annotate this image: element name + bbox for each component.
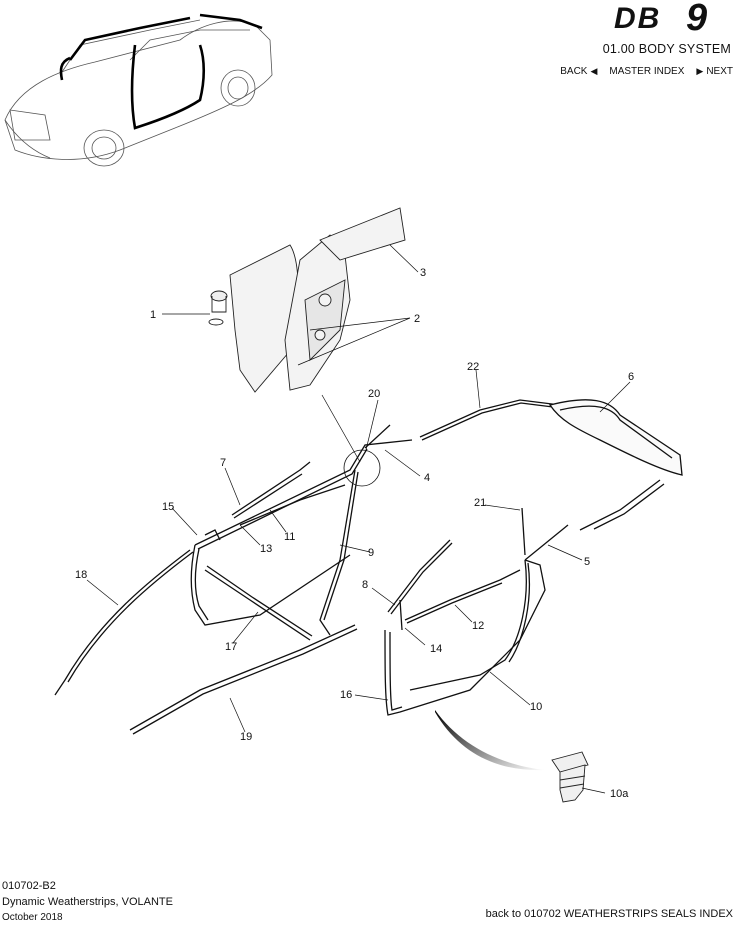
car-thumbnail: [4, 19, 273, 167]
callout-7: 7: [220, 457, 226, 469]
svg-text:DB: DB: [614, 2, 661, 34]
callout-4: 4: [424, 472, 430, 484]
callout-17: 17: [225, 641, 237, 653]
back-link[interactable]: BACK◀: [560, 66, 597, 77]
callout-2: 2: [414, 313, 420, 325]
detail-circle: [343, 449, 381, 487]
callout-12: 12: [472, 620, 484, 632]
master-index-link[interactable]: MASTER INDEX: [609, 66, 684, 77]
callout-9: 9: [368, 547, 374, 559]
callout-8: 8: [362, 579, 368, 591]
leader-lines: [86, 244, 631, 794]
svg-text:9: 9: [686, 0, 707, 34]
next-link[interactable]: ▶NEXT: [696, 66, 733, 77]
back-to-index-link[interactable]: back to 010702 WEATHERSTRIPS SEALS INDEX: [485, 908, 733, 920]
triangle-left-icon: ◀: [590, 66, 598, 76]
diagram-date: October 2018: [2, 912, 63, 923]
callout-19: 19: [240, 731, 252, 743]
callout-20: 20: [368, 388, 380, 400]
callout-22: 22: [467, 361, 479, 373]
part-2-3-panels: [229, 207, 406, 393]
master-index-label: MASTER INDEX: [609, 66, 685, 77]
callout-13: 13: [260, 543, 272, 555]
front-door-seals: [54, 424, 413, 696]
callout-11: 11: [284, 531, 295, 543]
diagram-code: 010702-B2: [2, 880, 56, 892]
next-label: NEXT: [706, 66, 733, 77]
callout-15: 15: [162, 501, 174, 513]
part-1-fastener: [208, 290, 228, 326]
callout-6: 6: [628, 371, 634, 383]
triangle-right-icon: ▶: [696, 66, 704, 76]
rear-door-seals: [384, 507, 569, 716]
detail-swoosh: [435, 710, 545, 771]
diagram-title: Dynamic Weatherstrips, VOLANTE: [2, 896, 173, 908]
db9-logo: DB 9: [614, 0, 707, 34]
callout-10a: 10a: [610, 788, 629, 800]
back-label: BACK: [560, 66, 588, 77]
callout-21: 21: [474, 497, 486, 509]
callout-14: 14: [430, 643, 442, 655]
roof-seals: [419, 399, 683, 531]
callout-labels: 1 2 3 4 5 6 7 8 9 10 10a 11 12 13 14 15 …: [75, 267, 634, 800]
nav-bar: BACK◀ MASTER INDEX ▶NEXT: [560, 66, 733, 77]
car-seal-outline: [59, 13, 263, 130]
part-10a-clip: [551, 751, 589, 803]
system-title: 01.00 BODY SYSTEM: [602, 42, 731, 56]
part-19-sill-seal: [129, 624, 358, 735]
callout-1: 1: [150, 309, 156, 321]
callout-3: 3: [420, 267, 426, 279]
callout-5: 5: [584, 556, 590, 568]
callout-16: 16: [340, 689, 352, 701]
callout-10: 10: [530, 701, 542, 713]
callout-18: 18: [75, 569, 87, 581]
